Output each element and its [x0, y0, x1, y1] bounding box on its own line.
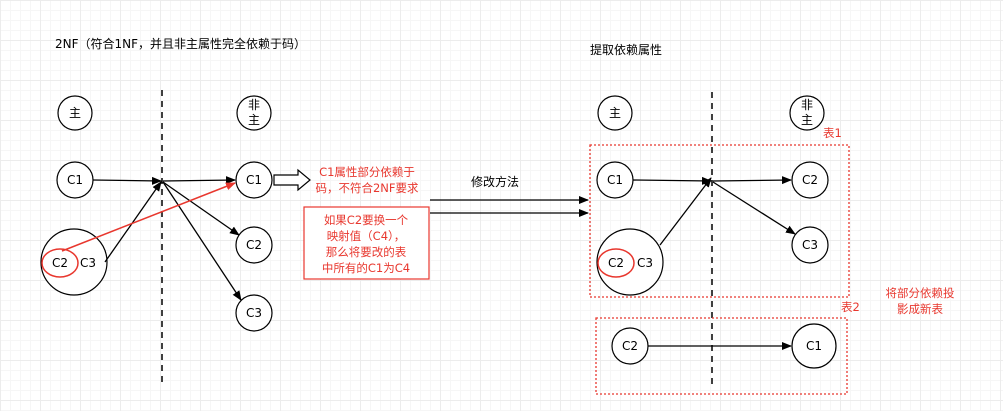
- svg-text:C1: C1: [246, 173, 262, 187]
- svg-text:非: 非: [248, 98, 260, 112]
- svg-text:C2: C2: [622, 339, 638, 353]
- left-nonprimary-node: 非 主: [236, 95, 272, 131]
- left-composite-key-node: C2 C3: [40, 228, 108, 296]
- table2-label: 表2: [841, 300, 860, 314]
- svg-text:主: 主: [609, 106, 621, 120]
- note-c4-line3: 那么将要改的表: [326, 245, 407, 259]
- svg-text:C1: C1: [607, 173, 623, 187]
- svg-text:主: 主: [801, 113, 813, 127]
- svg-text:C3: C3: [802, 238, 818, 252]
- svg-text:非: 非: [801, 98, 813, 112]
- left-c1-node: C1: [56, 161, 94, 199]
- left-title: 2NF（符合1NF，并且非主属性完全依赖于码）: [55, 36, 306, 51]
- right-c2-highlight: [597, 248, 635, 278]
- left-arrow-key-to-c3: [162, 181, 242, 301]
- right-arrow-key-to-c2: [712, 176, 792, 185]
- left-right-c2-node: C2: [235, 226, 273, 264]
- left-primary-node: 主: [57, 95, 93, 131]
- right-title: 提取依赖属性: [590, 42, 662, 57]
- table2-c1-node: C1: [791, 323, 837, 369]
- svg-text:C2: C2: [802, 173, 818, 187]
- table2-boundary: [595, 317, 848, 395]
- left-arrow-c3-to-key: [104, 181, 162, 263]
- right-c3-label: C3: [637, 256, 653, 270]
- note-c4-line1: 如果C2要换一个: [324, 213, 409, 227]
- left-red-partial-dependency-arrow: [61, 182, 236, 252]
- left-c3-label: C3: [80, 256, 96, 270]
- left-arrow-key-to-c2: [162, 181, 240, 236]
- note-project-line1: 将部分依赖投: [886, 286, 955, 300]
- svg-text:C3: C3: [246, 306, 262, 320]
- svg-text:C2: C2: [246, 238, 262, 252]
- left-c2-label: C2: [52, 256, 68, 270]
- left-arrow-key-to-c1: [162, 176, 236, 185]
- right-nonprimary-node: 非 主: [789, 95, 825, 131]
- left-arrow-c1-to-key: [92, 176, 162, 185]
- svg-text:C1: C1: [67, 173, 83, 187]
- note-c4-line4: 中所有的C1为C4: [322, 261, 410, 275]
- svg-text:主: 主: [248, 113, 260, 127]
- svg-text:主: 主: [69, 106, 81, 120]
- right-arrow-key-to-c3: [712, 181, 796, 235]
- method-label: 修改方法: [471, 174, 519, 189]
- hollow-arrow: [273, 168, 311, 192]
- right-arrow-c3-to-key: [659, 177, 712, 246]
- right-right-c2-node: C2: [791, 161, 829, 199]
- left-right-c3-node: C3: [235, 294, 273, 332]
- note-c4-line2: 映射值（C4），: [327, 229, 406, 243]
- note-project-line2: 影成新表: [897, 302, 943, 316]
- note-c4-box: [303, 206, 430, 280]
- table1-boundary: [589, 144, 850, 298]
- note-partial-line2: 码，不符合2NF要求: [315, 181, 419, 195]
- right-composite-key-node: C2 C3: [596, 228, 664, 296]
- right-c2-label: C2: [608, 256, 624, 270]
- right-arrow-c1-to-key: [632, 176, 712, 185]
- left-right-c1-node: C1: [235, 161, 273, 199]
- svg-text:C1: C1: [806, 339, 822, 353]
- left-c2-highlight: [41, 248, 79, 278]
- right-c1-node: C1: [596, 161, 634, 199]
- table1-label: 表1: [823, 126, 842, 140]
- right-right-c3-node: C3: [791, 226, 829, 264]
- right-primary-node: 主: [597, 95, 633, 131]
- note-partial-line1: C1属性部分依赖于: [319, 165, 415, 179]
- table2-c2-node: C2: [611, 327, 649, 365]
